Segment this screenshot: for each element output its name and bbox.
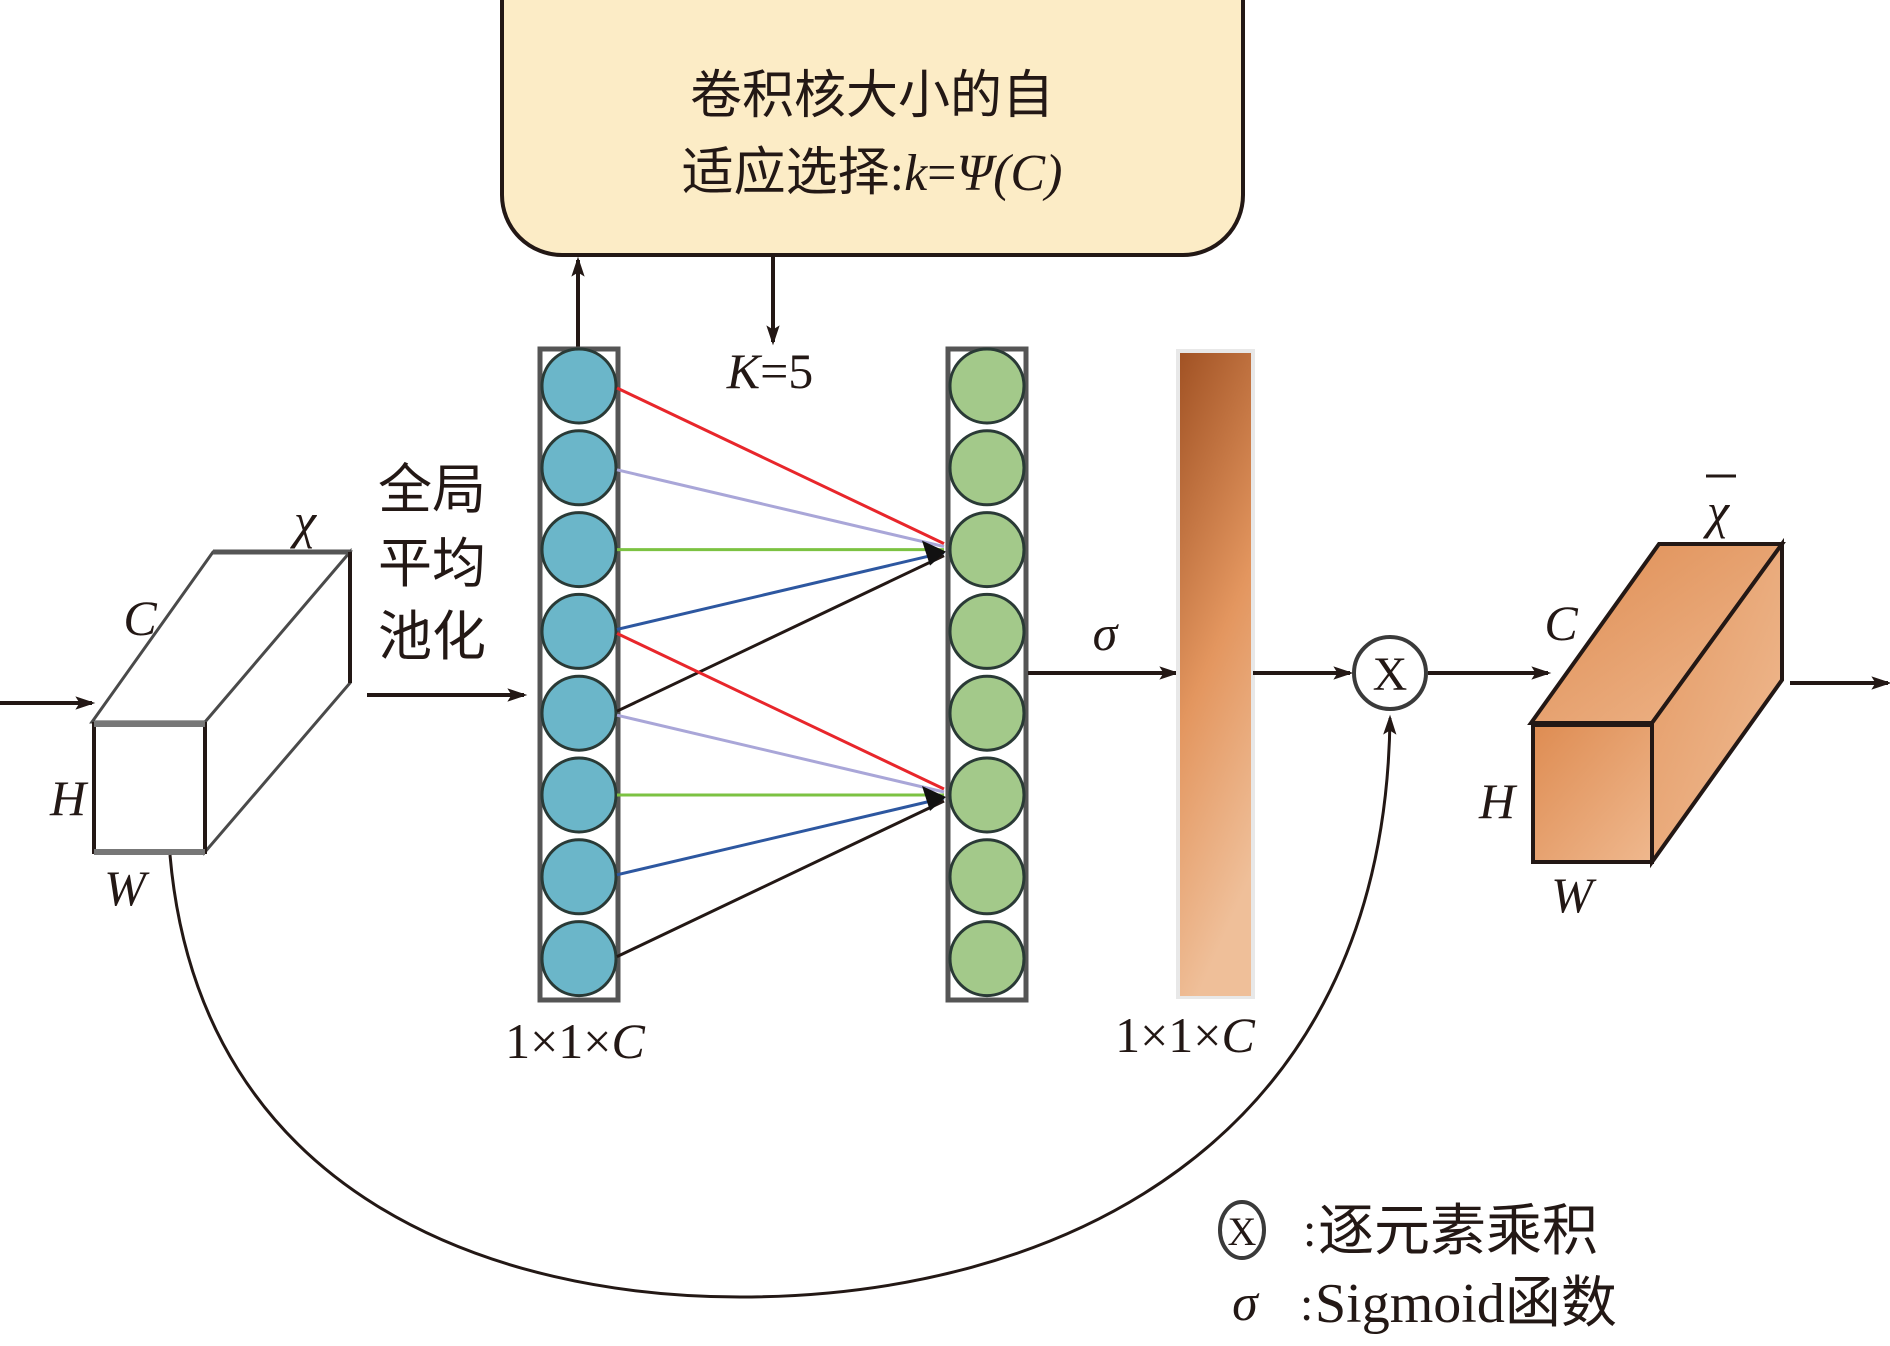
weight-vector-label: 1×1×C (1115, 1007, 1255, 1063)
conv-output-node (948, 920, 1026, 998)
connection-line (616, 632, 945, 791)
connection-line (616, 796, 945, 877)
pooling-label-line2: 平均 (378, 532, 486, 595)
multiply-circle (1352, 635, 1428, 711)
input-tensor-name: χ (290, 493, 318, 549)
pooling-label-line1: 全局 (378, 458, 486, 521)
pooled-vector-node (540, 756, 618, 834)
legend: X : 逐元素乘积 σ : Sigmoid函数 (1218, 1199, 1617, 1335)
conv1d-connections (616, 386, 946, 958)
output-tensor-name: χ (1703, 483, 1731, 539)
kernel-size-value: =5 (760, 343, 813, 399)
output-tensor-front-face (1531, 723, 1654, 864)
legend-sigmoid-text: Sigmoid函数 (1315, 1273, 1617, 1335)
pooled-vector-node (540, 920, 618, 998)
conv-output-vector (945, 346, 1029, 1003)
conv-output-node (948, 756, 1026, 834)
pooled-vector-node (540, 347, 618, 425)
output-tensor-dim-c: C (1544, 595, 1578, 651)
formula-equals: = (927, 145, 956, 202)
kernel-selection-title-line2: 适应选择:k=Ψ(C) (682, 143, 1063, 203)
conv-output-node (948, 347, 1026, 425)
input-tensor-dim-w: W (104, 860, 150, 916)
conv-output-node (948, 674, 1026, 752)
legend-multiply-icon: X (1228, 1209, 1257, 1254)
pooling-label-line3: 池化 (378, 605, 486, 668)
connection-line (616, 551, 945, 631)
output-tensor (1527, 537, 1786, 869)
conv-output-node (948, 592, 1026, 670)
kernel-selection-box: 卷积核大小的自 适应选择:k=Ψ(C) (500, 0, 1245, 257)
weight-vector-label-var: C (1222, 1007, 1256, 1063)
input-tensor-front-face (92, 722, 207, 854)
input-tensor (89, 547, 353, 857)
connection-line (616, 554, 945, 713)
output-tensor-dim-h: H (1478, 773, 1518, 829)
multiply-icon: X (1373, 648, 1408, 701)
legend-multiply-text: 逐元素乘积 (1318, 1199, 1598, 1264)
legend-sigmoid-sep: : (1300, 1278, 1313, 1331)
conv-output-node (948, 511, 1026, 589)
elementwise-multiply-node: X (1352, 635, 1428, 711)
pooled-vector-node (540, 674, 618, 752)
connection-arrowhead (922, 786, 946, 811)
formula-k: k (904, 145, 928, 202)
pooled-vector (537, 346, 621, 1003)
kernel-selection-title-cjk: 适应选择 (682, 143, 890, 203)
pooled-vector-label-prefix: 1×1× (505, 1013, 611, 1069)
legend-multiply-circle (1218, 1200, 1266, 1260)
pooled-vector-node (540, 511, 618, 589)
connection-arrowhead (922, 540, 946, 566)
pooled-vector-label: 1×1×C (505, 1013, 645, 1069)
legend-item-multiply: X : 逐元素乘积 (1218, 1199, 1598, 1264)
input-tensor-dim-h: H (49, 770, 89, 826)
connection-line (616, 468, 945, 549)
weight-vector-label-prefix: 1×1× (1115, 1007, 1221, 1063)
connection-line (616, 713, 945, 794)
formula-psi: Ψ (957, 145, 998, 202)
legend-sigma-icon: σ (1232, 1275, 1260, 1332)
connection-line (616, 386, 945, 545)
conv-output-node (948, 429, 1026, 507)
colon: : (890, 145, 904, 202)
kernel-selection-box-rect (500, 0, 1245, 257)
conv-output-node (948, 838, 1026, 916)
kernel-size-var: K (726, 343, 763, 399)
kernel-size-label: K=5 (726, 343, 814, 399)
legend-item-sigmoid: σ : Sigmoid函数 (1232, 1273, 1617, 1335)
connection-line (616, 799, 945, 958)
legend-multiply-sep: : (1303, 1204, 1316, 1257)
pooled-vector-node (540, 838, 618, 916)
output-tensor-dim-w: W (1551, 867, 1597, 923)
skip-connection-arc (168, 714, 1397, 1299)
input-tensor-dim-c: C (123, 590, 157, 646)
kernel-selection-title-line1: 卷积核大小的自 (690, 66, 1054, 126)
pooled-vector-label-var: C (612, 1013, 646, 1069)
formula-arg: (C) (993, 145, 1062, 202)
pooled-vector-node (540, 429, 618, 507)
pooled-vector-node (540, 592, 618, 670)
sigmoid-label: σ (1093, 605, 1120, 661)
weight-vector (1180, 353, 1251, 996)
global-avg-pooling-label: 全局 平均 池化 (378, 458, 486, 668)
